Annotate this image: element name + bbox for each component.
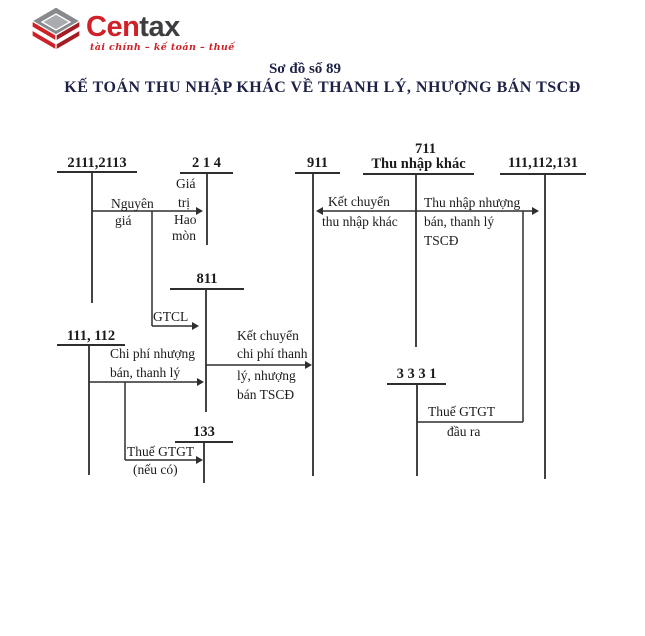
flow-thu-nhap-label-1: Thu nhập nhượng [424,195,521,210]
flow-hao-mon-word-1: Giá [176,176,196,191]
logo-wordmark: Centax [86,12,180,42]
flow-ket-chuyen-thu-nhap-label-2: thu nhập khác [322,214,398,229]
arrowhead-chi-phi-to-911 [305,361,312,369]
flow-ket-chuyen-thu-nhap-label-1: Kết chuyển [328,194,390,209]
centax-logo-icon [30,6,82,52]
flow-thue-dau-ra-label-2: đầu ra [447,424,481,439]
flow-hao-mon-word-4: mòn [172,228,197,243]
account-111-112-131-label: 111,112,131 [507,155,579,171]
account-111-112-label: 111, 112 [66,328,116,344]
flow-chi-phi-label-2: bán, thanh lý [110,365,181,380]
arrowhead-to-214 [196,207,203,215]
flow-thue-133-label-2: (nếu có) [133,462,178,477]
account-711-name: Thu nhập khác [371,156,466,172]
logo-brand-part1: Cen [86,11,140,43]
arrowhead-chi-phi-to-811 [197,378,204,386]
arrowhead-gtcl-to-811 [192,322,199,330]
account-911-label: 911 [307,155,328,171]
account-214-label: 2 1 4 [192,155,221,171]
arrowheads [192,207,539,464]
flow-ket-chuyen-chi-phi-label-3: lý, nhượng [237,368,296,383]
account-811-label: 811 [196,271,218,287]
flow-nguyen-gia-label-1: Nguyên [111,196,154,211]
layered-cube-icon [30,6,82,52]
logo-brand-part2: tax [139,11,180,43]
flow-hao-mon-word-2: trị [178,195,190,210]
flow-ket-chuyen-chi-phi-label-1: Kết chuyển [237,328,299,343]
flow-thu-nhap-label-2: bán, thanh lý [424,214,495,229]
flow-lines [89,210,532,461]
page-title: KẾ TOÁN THU NHẬP KHÁC VỀ THANH LÝ, NHƯỢN… [64,79,581,96]
account-vertical-lines [88,172,546,483]
centax-logo: Centax tài chính – kế toán – thuế [0,0,260,58]
flow-thu-nhap-label-3: TSCĐ [424,233,459,248]
arrowhead-thue-to-133 [196,456,203,464]
flow-chi-phi-label-1: Chi phí nhượng [110,346,195,361]
account-2111-2113-label: 2111,2113 [67,155,127,171]
logo-tagline: tài chính – kế toán – thuế [90,42,235,53]
account-711-number: 711 [415,141,436,157]
flow-gtcl-label: GTCL [153,309,189,324]
flow-nguyen-gia-label-2: giá [115,213,132,228]
flow-hao-mon-word-3: Hao [174,212,197,227]
arrowhead-thu-nhap-to-911 [316,207,323,215]
scheme-number: Sơ đồ số 89 [268,61,342,77]
account-3331-label: 3 3 3 1 [396,366,437,382]
account-133-label: 133 [193,424,215,440]
flow-thue-dau-ra-label-1: Thuế GTGT [428,404,496,419]
arrowhead-to-111-112-131 [532,207,539,215]
flow-ket-chuyen-chi-phi-label-2: chi phí thanh [237,346,308,361]
flow-thue-133-label-1: Thuế GTGT [127,444,195,459]
flow-ket-chuyen-chi-phi-label-4: bán TSCĐ [237,387,295,402]
